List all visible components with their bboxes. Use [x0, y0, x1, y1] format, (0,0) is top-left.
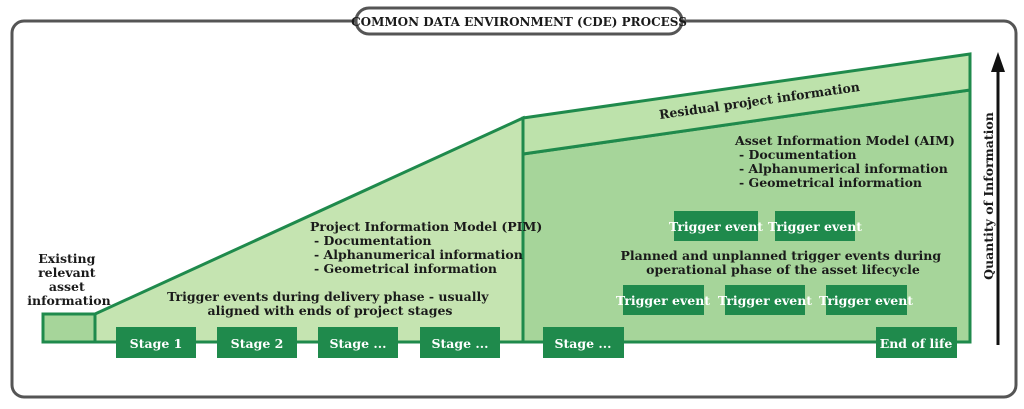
aim-trigger-text: Planned and unplanned trigger events dur… — [621, 248, 946, 277]
trigger-event-label: Trigger event — [616, 293, 710, 308]
trigger-event-label: Trigger event — [718, 293, 812, 308]
stage-button-1[interactable]: Stage 1 — [116, 327, 196, 358]
residual-band — [521, 52, 972, 156]
trigger-event-button[interactable]: Trigger event — [669, 211, 763, 241]
stage-button-4[interactable]: Stage ... — [420, 327, 500, 358]
pim-text: Project Information Model (PIM) - Docume… — [310, 219, 547, 276]
stage-label: Stage ... — [431, 336, 488, 351]
existing-asset-label: Existing relevant asset information — [27, 251, 110, 308]
stage-button-5[interactable]: Stage ... — [543, 327, 624, 358]
stage-button-2[interactable]: Stage 2 — [217, 327, 297, 358]
stage-label: Stage ... — [329, 336, 386, 351]
arrow-up-icon — [991, 52, 1005, 72]
trigger-event-button[interactable]: Trigger event — [718, 285, 812, 315]
end-of-life-button[interactable]: End of life — [876, 327, 957, 358]
end-of-life-label: End of life — [880, 336, 953, 351]
diagram-title: COMMON DATA ENVIRONMENT (CDE) PROCESS — [351, 15, 687, 29]
trigger-event-label: Trigger event — [768, 219, 862, 234]
existing-asset-box — [41, 312, 97, 344]
stage-button-3[interactable]: Stage ... — [318, 327, 398, 358]
trigger-event-label: Trigger event — [819, 293, 913, 308]
stage-label: Stage 2 — [231, 336, 284, 351]
aim-text: Asset Information Model (AIM) - Document… — [734, 133, 959, 190]
trigger-event-button[interactable]: Trigger event — [768, 211, 862, 241]
pim-trigger-text: Trigger events during delivery phase - u… — [167, 289, 493, 318]
trigger-event-button[interactable]: Trigger event — [616, 285, 710, 315]
stage-label: Stage ... — [554, 336, 611, 351]
title-pill — [354, 6, 684, 36]
trigger-event-label: Trigger event — [669, 219, 763, 234]
stage-label: Stage 1 — [130, 336, 183, 351]
trigger-event-button[interactable]: Trigger event — [819, 285, 913, 315]
quantity-axis-label: Quantity of Information — [981, 112, 996, 280]
